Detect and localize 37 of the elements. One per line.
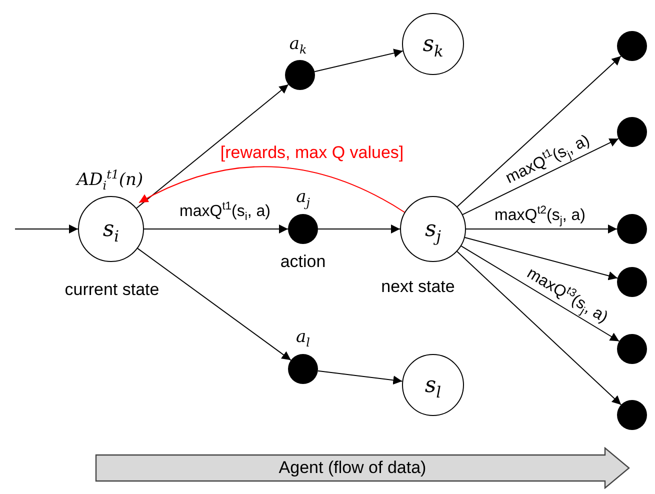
arrow-text: Agent (flow of data) (278, 458, 426, 478)
arrow (144, 224, 288, 234)
arrow (456, 251, 622, 406)
flow-arrow (95, 447, 630, 489)
action-dot (288, 214, 318, 244)
arrow (14, 224, 78, 234)
action-dot (617, 400, 647, 430)
action-label: a$_{k}$ (289, 34, 307, 54)
node-label: action (280, 252, 326, 272)
arrow (456, 56, 622, 208)
arrow (464, 237, 618, 280)
state-label: s$_{i}$ (102, 216, 120, 242)
arrow (466, 224, 618, 234)
feedback-arrow (138, 166, 406, 213)
arrow (136, 84, 289, 209)
action-label: a$_{j}$ (296, 187, 310, 207)
arrow (318, 224, 400, 234)
state-label: s$_{l}$ (424, 372, 442, 398)
arrow (460, 246, 620, 342)
node-label: next state (381, 277, 455, 297)
node-label: current state (64, 280, 160, 300)
state-label: s$_{k}$ (422, 32, 444, 56)
action-dot (617, 214, 647, 244)
action-dot (617, 117, 647, 147)
edge-label: maxQ$^{t2}$(s$_{j}$, a) (492, 207, 588, 225)
action-dot (288, 354, 318, 384)
action-dot (285, 60, 315, 90)
action-dot (617, 267, 647, 297)
arrow (314, 48, 404, 72)
arrow (462, 138, 620, 216)
arrow (317, 370, 403, 385)
action-label: a$_{l}$ (296, 327, 310, 347)
edge-label: maxQ$^{t1}$(s$_{i}$, a) (178, 203, 272, 221)
action-dot (617, 334, 647, 364)
action-dot (617, 31, 647, 61)
value-label: AD$_{i}$$^{t1}$(n) (76, 170, 144, 190)
arrow (137, 248, 292, 361)
